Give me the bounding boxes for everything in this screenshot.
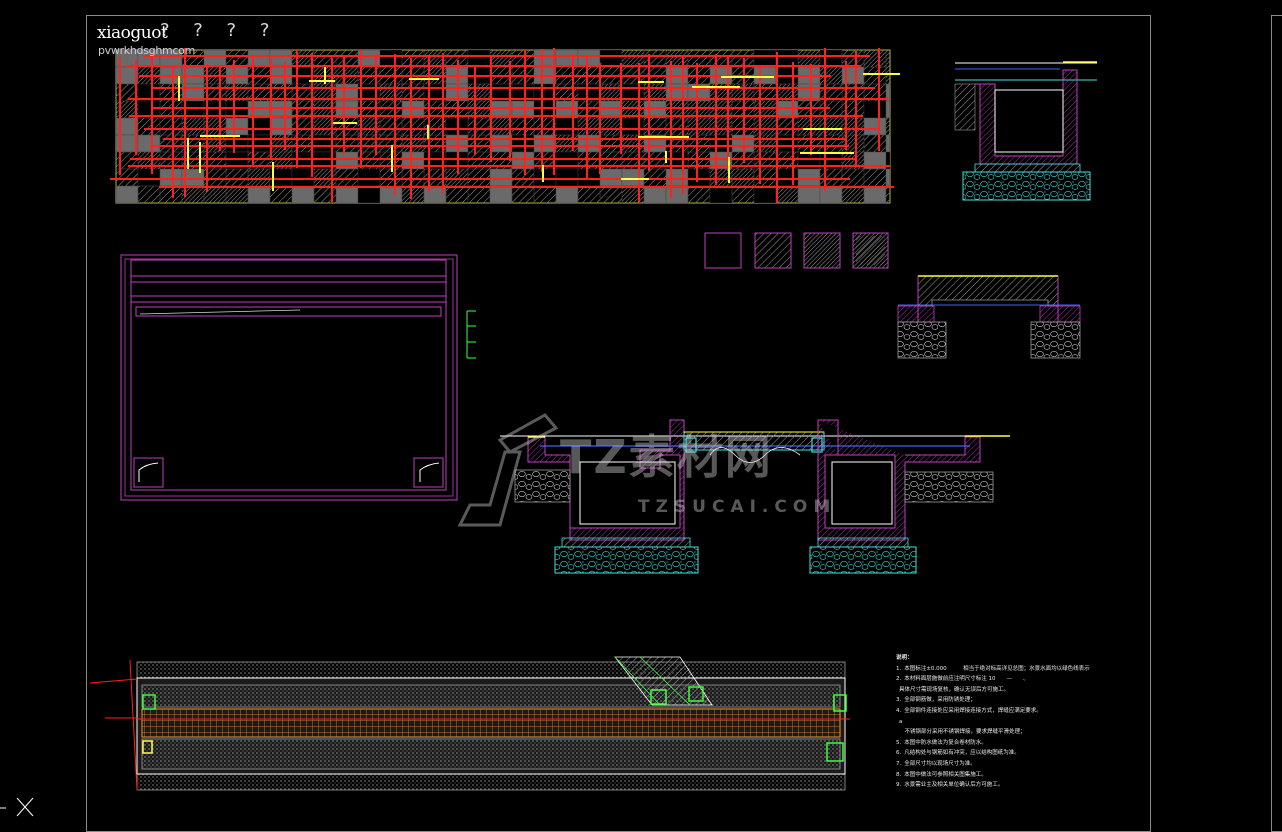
ucs-axis-icon	[0, 797, 34, 817]
design-notes: 说明： 1.本图标注±0.000 相当于绝对标高详见总图；水景水面均以绿色线表示…	[896, 653, 1146, 791]
watermark-url: pvwrkhdsghmcom	[98, 44, 196, 57]
note-item: 1.本图标注±0.000 相当于绝对标高详见总图；水景水面均以绿色线表示	[896, 665, 1090, 672]
note-item: 6.凡结构处与钢筋如有冲突，应以结构图纸为准。	[896, 750, 1020, 757]
note-item: 不锈钢部分采用不锈钢焊接，要求焊缝平滑处理；	[899, 729, 1026, 736]
material-legend	[704, 232, 889, 269]
watermark-center-big: TZ素材网	[560, 430, 773, 484]
note-item: 8.本图中做法可参照相关图集施工。	[896, 771, 987, 778]
note-item: a	[899, 718, 903, 725]
note-item: 9.水景需业主及相关单位确认后方可施工。	[896, 782, 1004, 789]
note-item: 5.本图中防水做法为复合卷材防水。	[896, 739, 987, 746]
note-item: 具体尺寸需现场复核，确认无误后方可施工。	[899, 686, 1010, 693]
main-section	[457, 413, 1010, 574]
note-item: 4.全部钢件连接处应采用焊接连接方式，焊缝应满足要求。	[896, 707, 1042, 714]
section-detail-top-right	[954, 61, 1097, 201]
note-item: 3.全部钢筋做，采用防锈处理；	[896, 697, 976, 704]
note-item: 2.本材料面层施做前应注明尺寸标注 10 — 、	[896, 676, 1029, 683]
watermark-marks: ? ? ? ?	[160, 20, 279, 41]
watermark-brand: xiaoguot	[97, 23, 168, 43]
notes-heading: 说明：	[896, 655, 913, 661]
watermark-center-small: TZSUCAI.COM	[638, 497, 837, 517]
bottom-plan	[89, 656, 850, 791]
paving-plan	[110, 48, 900, 204]
section-detail-middle-right	[897, 275, 1081, 359]
elevation-panel	[120, 254, 476, 501]
note-item: 7.全部尺寸均以现场尺寸为准。	[896, 760, 976, 767]
